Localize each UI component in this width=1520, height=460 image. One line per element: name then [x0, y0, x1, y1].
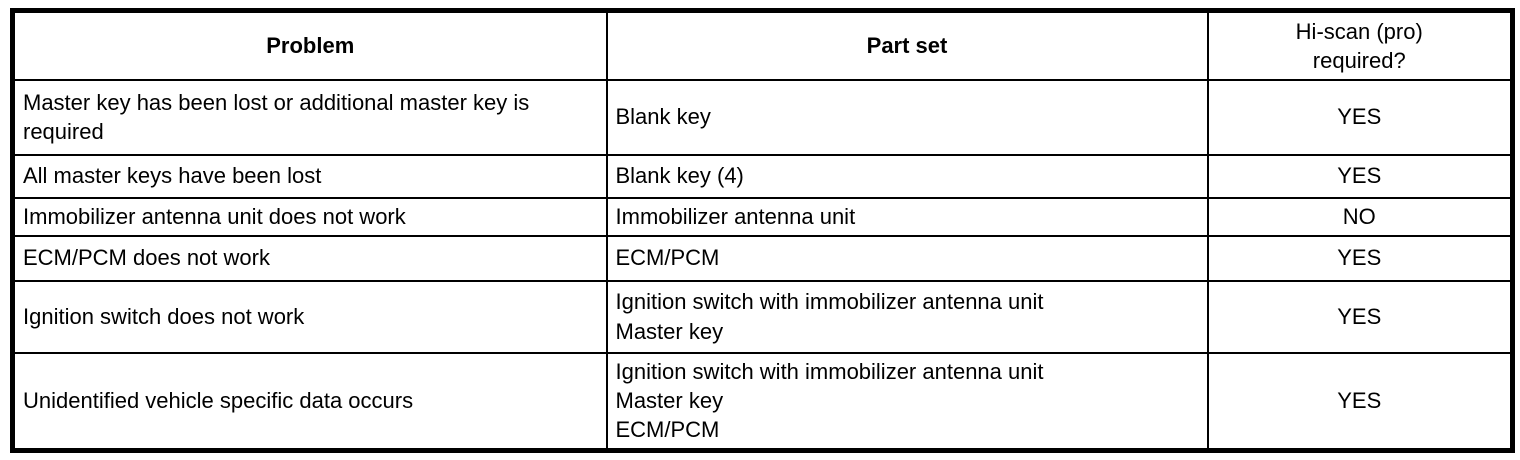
- column-header-part-set: Part set: [605, 9, 1209, 81]
- problem-cell: Immobilizer antenna unit does not work: [11, 196, 608, 237]
- problem-cell: All master keys have been lost: [11, 153, 608, 199]
- part-set-cell: Immobilizer antenna unit: [605, 196, 1209, 237]
- part-set-cell: Ignition switch with immobilizer antenna…: [605, 351, 1209, 452]
- table-body: Master key has been lost or additional m…: [11, 78, 1514, 452]
- problem-cell: Master key has been lost or additional m…: [11, 78, 608, 156]
- hiscan-cell: YES: [1206, 153, 1514, 199]
- part-set-cell: ECM/PCM: [605, 234, 1209, 282]
- table-row: Master key has been lost or additional m…: [11, 78, 1514, 156]
- hiscan-cell: YES: [1206, 351, 1514, 452]
- header-row: Problem Part set Hi-scan (pro) required?: [11, 9, 1514, 81]
- hiscan-cell: NO: [1206, 196, 1514, 237]
- problem-cell: Ignition switch does not work: [11, 279, 608, 354]
- hiscan-cell: YES: [1206, 78, 1514, 156]
- table-row: Unidentified vehicle specific data occur…: [11, 351, 1514, 452]
- problem-cell: Unidentified vehicle specific data occur…: [11, 351, 608, 452]
- hiscan-cell: YES: [1206, 234, 1514, 282]
- table-header: Problem Part set Hi-scan (pro) required?: [11, 9, 1514, 81]
- column-header-hiscan-required: Hi-scan (pro) required?: [1206, 9, 1514, 81]
- part-set-cell: Ignition switch with immobilizer antenna…: [605, 279, 1209, 354]
- immobilizer-troubleshooting-table: Problem Part set Hi-scan (pro) required?…: [10, 8, 1515, 453]
- column-header-problem: Problem: [11, 9, 608, 81]
- part-set-cell: Blank key (4): [605, 153, 1209, 199]
- part-set-cell: Blank key: [605, 78, 1209, 156]
- hiscan-cell: YES: [1206, 279, 1514, 354]
- problem-cell: ECM/PCM does not work: [11, 234, 608, 282]
